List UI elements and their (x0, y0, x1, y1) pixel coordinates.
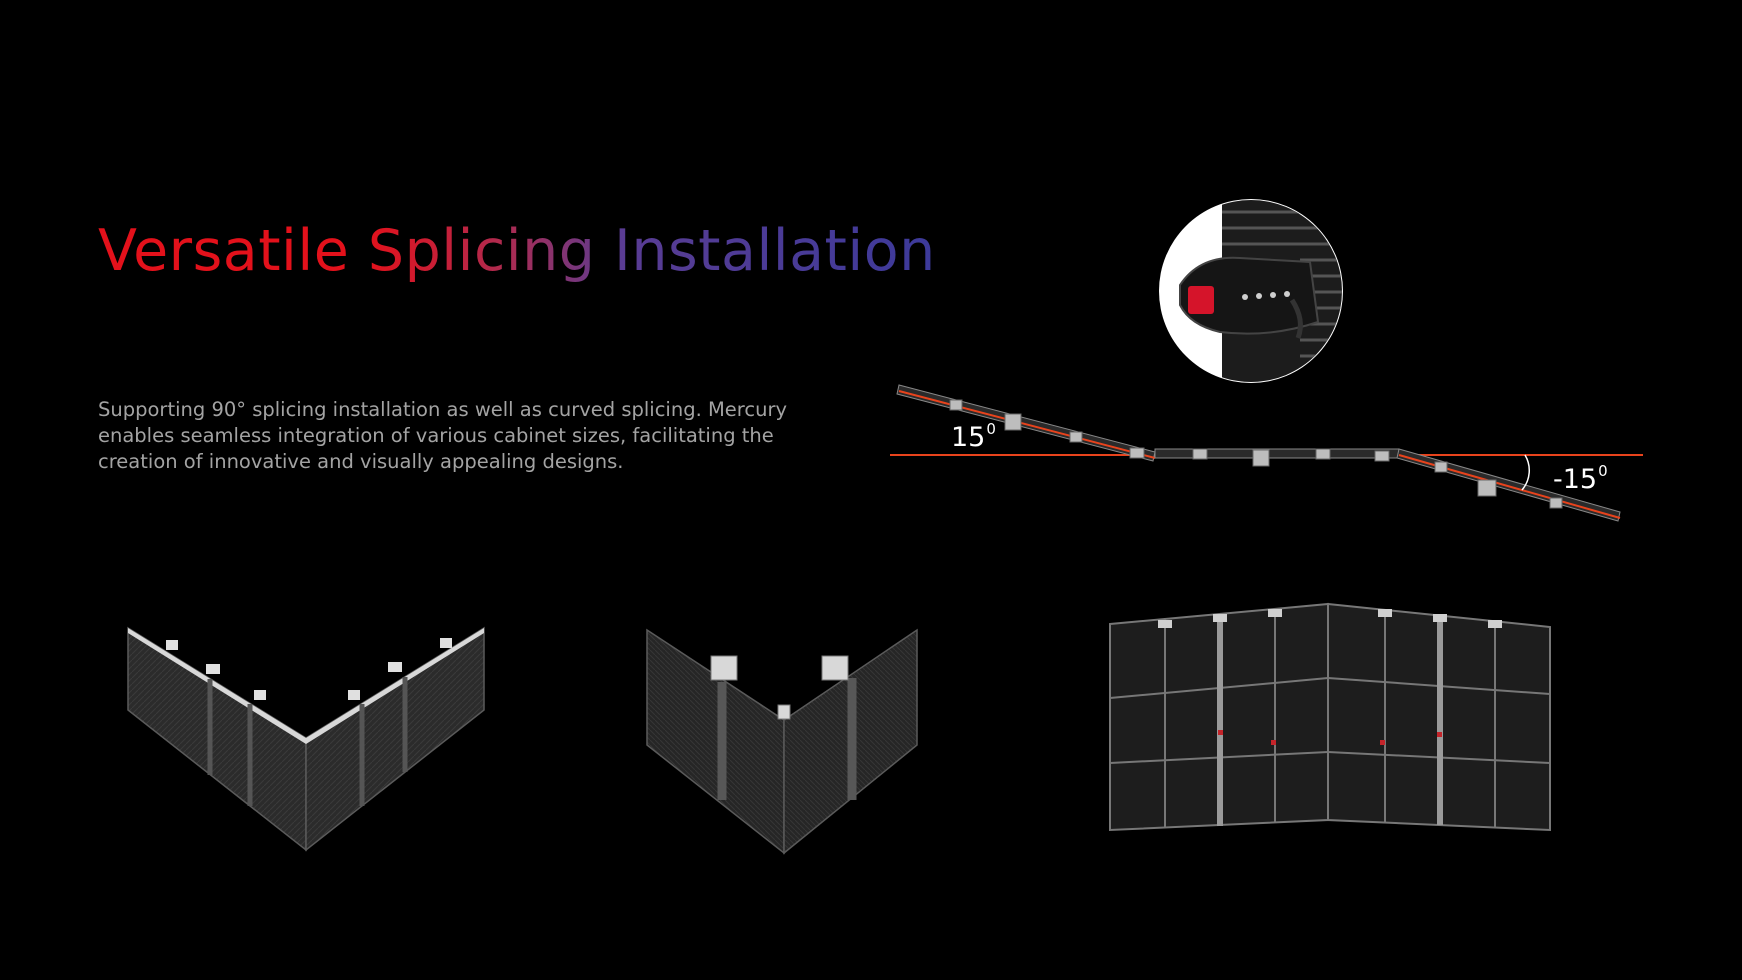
curve-angle-diagram (890, 384, 1643, 522)
right-angle-value: -15 (1553, 464, 1598, 495)
ninety-degree-splice-front (127, 626, 485, 852)
left-angle-value: 15 (951, 422, 986, 453)
page-title: Versatile Splicing Installation (98, 218, 936, 284)
left-angle-label: 150 (951, 420, 996, 453)
curved-wall-assembly (1109, 602, 1551, 832)
right-angle-degree-mark: 0 (1598, 462, 1608, 480)
ninety-degree-splice-back (646, 628, 918, 855)
right-angle-label: -150 (1553, 462, 1608, 495)
description-text: Supporting 90° splicing installation as … (98, 398, 788, 473)
left-angle-degree-mark: 0 (986, 420, 996, 438)
connector-detail-circle (1159, 199, 1343, 383)
